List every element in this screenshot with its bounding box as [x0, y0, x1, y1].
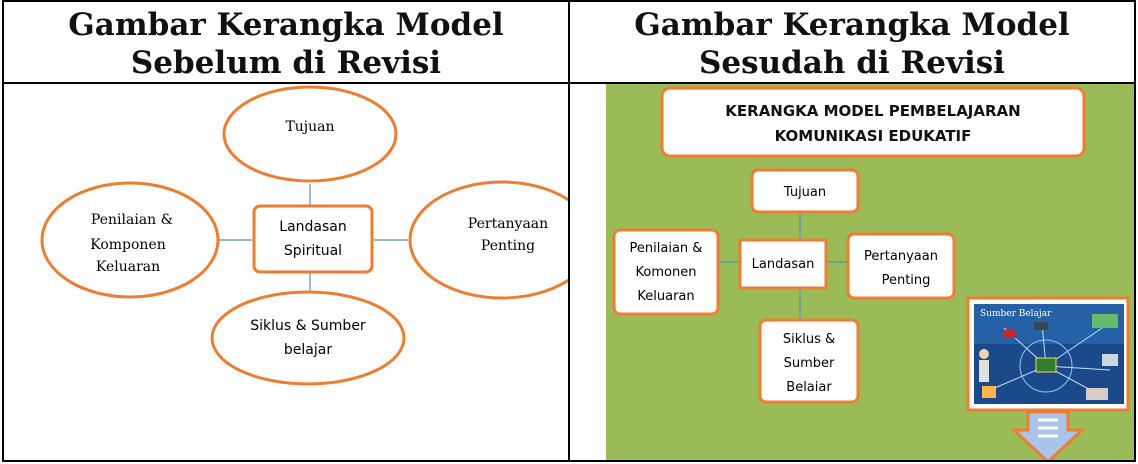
box-landasan — [252, 204, 374, 274]
diagram-before: Tujuan Landasan Spiritual Penilaian & Ko… — [40, 85, 568, 386]
after-box-siklus — [758, 318, 860, 404]
after-box-pertanyaan — [846, 232, 956, 300]
ellipse-penilaian — [40, 181, 220, 299]
header-after-text: Gambar Kerangka Model Sesudah di Revisi — [634, 7, 1070, 81]
header-before: Gambar Kerangka Model Sebelum di Revisi — [2, 0, 570, 84]
map-icon — [1086, 388, 1108, 400]
people-icon — [982, 386, 996, 398]
label-siklus-1: Siklus & Sumber — [250, 318, 366, 334]
after-box-landasan — [738, 238, 828, 290]
title-line-1: KERANGKA MODEL PEMBELAJARAN — [725, 102, 1020, 120]
after-label-siklus-3: Belaiar — [786, 380, 832, 395]
after-label-pertanyaan-2: Penting — [882, 273, 931, 288]
ellipse-siklus — [210, 290, 406, 386]
sumber-belajar-picture: Sumber Belajar — [974, 304, 1124, 404]
picture-title: Sumber Belajar — [980, 309, 1052, 319]
label-pertanyaan-1: Pertanyaan — [468, 216, 548, 232]
after-label-pertanyaan-1: Pertanyaan — [864, 249, 938, 264]
title-box — [660, 86, 1086, 158]
after-label-siklus-2: Sumber — [784, 356, 835, 371]
label-landasan-1: Landasan — [279, 219, 346, 235]
landscape-icon — [1092, 314, 1118, 328]
diagram-after: KERANGKA MODEL PEMBELAJARAN KOMUNIKASI E… — [606, 84, 1134, 460]
after-box-tujuan — [750, 168, 860, 214]
after-label-penilaian-2: Komonen — [636, 265, 697, 280]
cell-before: Tujuan Landasan Spiritual Penilaian & Ko… — [2, 84, 570, 462]
computer-icon — [1102, 354, 1118, 366]
after-label-penilaian-1: Penilaian & — [630, 241, 703, 256]
header-before-text: Gambar Kerangka Model Sebelum di Revisi — [68, 7, 504, 81]
label-penilaian-2: Komponen — [90, 237, 166, 253]
after-label-siklus-1: Siklus & — [783, 332, 835, 347]
label-penilaian-1: Penilaian & — [91, 212, 173, 228]
after-box-penilaian — [612, 228, 720, 316]
label-tujuan: Tujuan — [285, 119, 334, 135]
teacher-figure-icon — [979, 349, 989, 359]
after-label-penilaian-3: Keluaran — [637, 289, 694, 304]
cell-after: KERANGKA MODEL PEMBELAJARAN KOMUNIKASI E… — [568, 84, 1136, 462]
book-icon — [1004, 330, 1016, 338]
radio-icon — [1034, 322, 1048, 330]
after-label-tujuan: Tujuan — [783, 185, 826, 200]
label-penilaian-3: Keluaran — [96, 259, 160, 275]
ellipse-tujuan — [222, 85, 398, 183]
label-siklus-2: belajar — [284, 342, 332, 358]
header-after: Gambar Kerangka Model Sesudah di Revisi — [568, 0, 1136, 84]
label-pertanyaan-2: Penting — [481, 238, 535, 254]
ellipse-pertanyaan — [408, 180, 568, 300]
title-line-2: KOMUNIKASI EDUKATIF — [775, 127, 972, 145]
after-label-landasan: Landasan — [752, 257, 815, 272]
label-landasan-2: Spiritual — [284, 243, 342, 259]
